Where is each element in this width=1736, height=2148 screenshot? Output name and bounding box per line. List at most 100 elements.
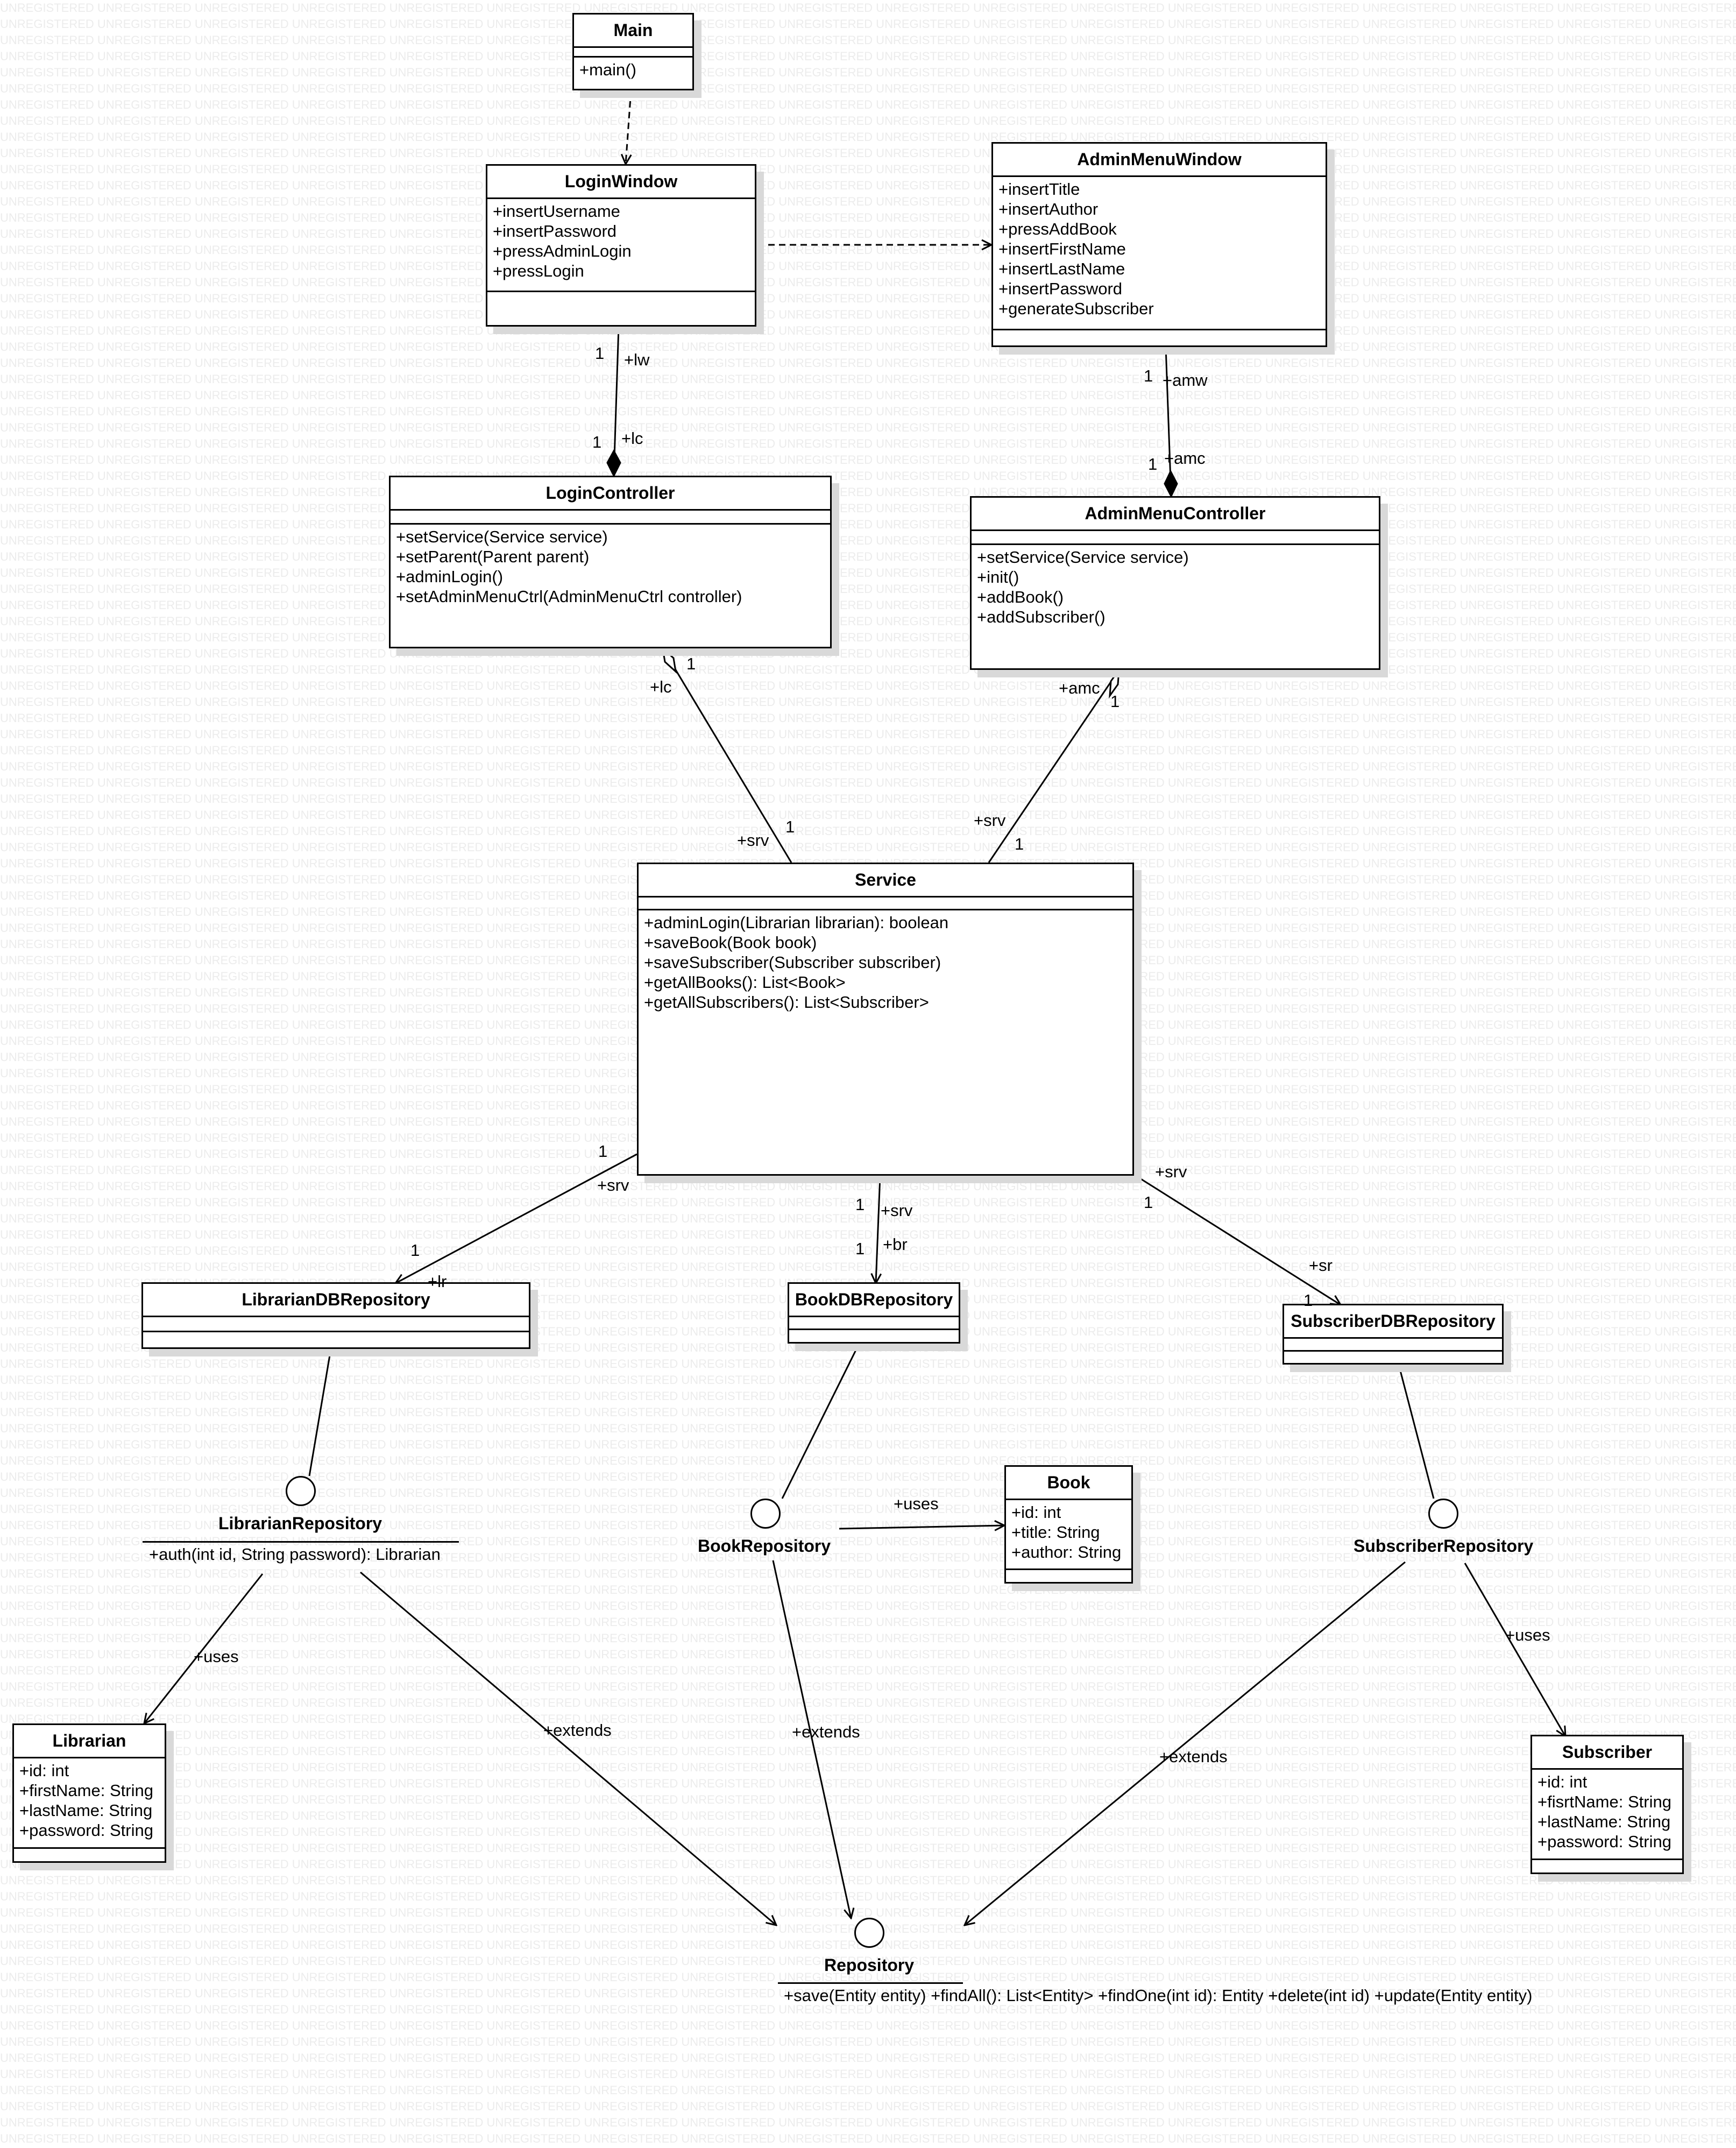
attributes-compartment [1284,1339,1502,1352]
class-book[interactable]: Book +id: int +title: String +author: St… [1004,1465,1133,1584]
operation: +saveSubscriber(Subscriber subscriber) [644,953,941,972]
operation: +insertPassword [998,279,1123,298]
role-label: +srv [737,831,769,850]
attributes-compartment [574,48,692,58]
attribute: +password: String [19,1821,153,1840]
class-name: Main [574,15,692,48]
role-label: +extends [1159,1747,1228,1766]
attribute: +lastName: String [1537,1812,1671,1831]
role-label: +srv [597,1176,629,1195]
aggregation-diamond-logincontroller [661,646,677,674]
operation: +saveBook(Book book) [644,933,817,952]
operation: +setAdminMenuCtrl(AdminMenuCtrl controll… [396,587,742,606]
class-loginwindow[interactable]: LoginWindow +insertUsername +insertPassw… [486,164,756,327]
interface-librarianrepository-name[interactable]: LibrarianRepository [218,1514,382,1533]
interface-repository-operations: +save(Entity entity) +findAll(): List<En… [784,1986,1532,2005]
operation: +insertLastName [998,259,1125,278]
role-label: +lc [650,677,672,696]
extends-bookrepository-repository [772,1560,851,1918]
interface-bookrepository-name[interactable]: BookRepository [698,1536,831,1556]
role-label: +uses [194,1647,239,1666]
interface-subscriberrepository-name[interactable]: SubscriberRepository [1354,1536,1534,1556]
class-name: Service [639,864,1132,898]
operation: +addSubscriber() [977,607,1106,626]
operations-compartment: +insertTitle +insertAuthor +pressAddBook… [993,177,1326,330]
class-service[interactable]: Service +adminLogin(Librarian librarian)… [637,863,1134,1176]
interface-repository-name[interactable]: Repository [824,1955,915,1975]
composition-diamond-adminmenucontroller [1164,469,1178,498]
operations-compartment: +main() [574,58,692,89]
role-label: +amw [1163,371,1208,390]
assoc-service-subscriberdbrepository [1133,1174,1341,1305]
interface-circle-icon[interactable] [750,1499,781,1529]
operation: +pressAddBook [998,220,1117,238]
interface-circle-icon[interactable] [1428,1499,1458,1529]
operation: +pressLogin [493,262,584,280]
operation: +addBook() [977,588,1064,606]
role-label: 1 [785,817,795,836]
role-label: +amc [1164,449,1206,468]
interface-divider [778,1982,963,1984]
class-librarian[interactable]: Librarian +id: int +firstName: String +l… [12,1723,166,1863]
operations-compartment [1284,1352,1502,1363]
role-label: 1 [855,1239,865,1258]
class-name: AdminMenuWindow [993,144,1326,177]
class-logincontroller[interactable]: LoginController +setService(Service serv… [389,476,832,648]
operation: +init() [977,568,1019,587]
uses-bookrepository-book [839,1525,1004,1529]
operation: +main() [579,60,636,79]
interface-divider [143,1541,459,1543]
role-label: +br [883,1235,908,1254]
attributes-compartment: +id: int +firstName: String +lastName: S… [14,1758,165,1849]
role-label: 1 [855,1195,865,1214]
role-label: +sr [1309,1256,1333,1275]
operation: +insertFirstName [998,239,1126,258]
role-label: 1 [595,344,605,363]
role-label: +lr [428,1272,447,1291]
class-adminmenuwindow[interactable]: AdminMenuWindow +insertTitle +insertAuth… [991,142,1327,347]
interface-librarianrepository-operations: +auth(int id, String password): Libraria… [149,1544,441,1564]
attributes-compartment [639,898,1132,910]
class-main[interactable]: Main +main() [572,13,694,90]
operation: +save(Entity entity) [784,1986,926,2005]
attributes-compartment: +id: int +title: String +author: String [1006,1500,1131,1570]
extends-librarianrepository-repository [360,1571,776,1925]
class-name: Subscriber [1532,1736,1682,1770]
operation: +getAllBooks(): List<Book> [644,973,846,992]
class-name: LoginController [391,477,830,511]
operation: +pressAdminLogin [493,242,632,260]
assoc-service-bookdbrepository [876,1175,880,1283]
class-name: Book [1006,1467,1131,1500]
role-label: 1 [410,1241,420,1260]
interface-circle-icon[interactable] [854,1918,884,1948]
role-label: 1 [1148,455,1158,474]
operation: +adminLogin(Librarian librarian): boolea… [644,913,949,932]
attributes-compartment [972,531,1379,545]
operation: +update(Entity entity) [1374,1986,1533,2005]
interface-circle-icon[interactable] [286,1476,316,1506]
operation: +getAllSubscribers(): List<Subscriber> [644,993,929,1012]
class-adminmenucontroller[interactable]: AdminMenuController +setService(Service … [970,496,1380,670]
role-label: 1 [686,654,696,673]
operations-compartment: +insertUsername +insertPassword +pressAd… [487,199,755,292]
dependency-main-loginwindow [626,90,631,164]
class-librariandbrepository[interactable]: LibrarianDBRepository [141,1282,530,1349]
empty-compartment [993,330,1326,345]
operation: +insertTitle [998,180,1080,199]
role-label: +lw [624,350,650,369]
operations-compartment [1532,1860,1682,1873]
attributes-compartment: +id: int +fisrtName: String +lastName: S… [1532,1770,1682,1860]
attribute: +fisrtName: String [1537,1792,1671,1811]
attribute: +firstName: String [19,1781,153,1800]
class-subscriberdbrepository[interactable]: SubscriberDBRepository [1282,1304,1504,1365]
uses-subscriberrepository-subscriber [1464,1563,1565,1736]
attribute: +id: int [19,1761,69,1780]
operations-compartment: +setService(Service service) +init() +ad… [972,545,1379,668]
role-label: 1 [592,433,602,451]
role-label: +extends [792,1722,860,1741]
class-subscriber[interactable]: Subscriber +id: int +fisrtName: String +… [1530,1735,1684,1874]
class-bookdbrepository[interactable]: BookDBRepository [788,1282,960,1344]
role-label: +amc [1059,679,1100,697]
realize-bookdbrepository [781,1343,860,1499]
